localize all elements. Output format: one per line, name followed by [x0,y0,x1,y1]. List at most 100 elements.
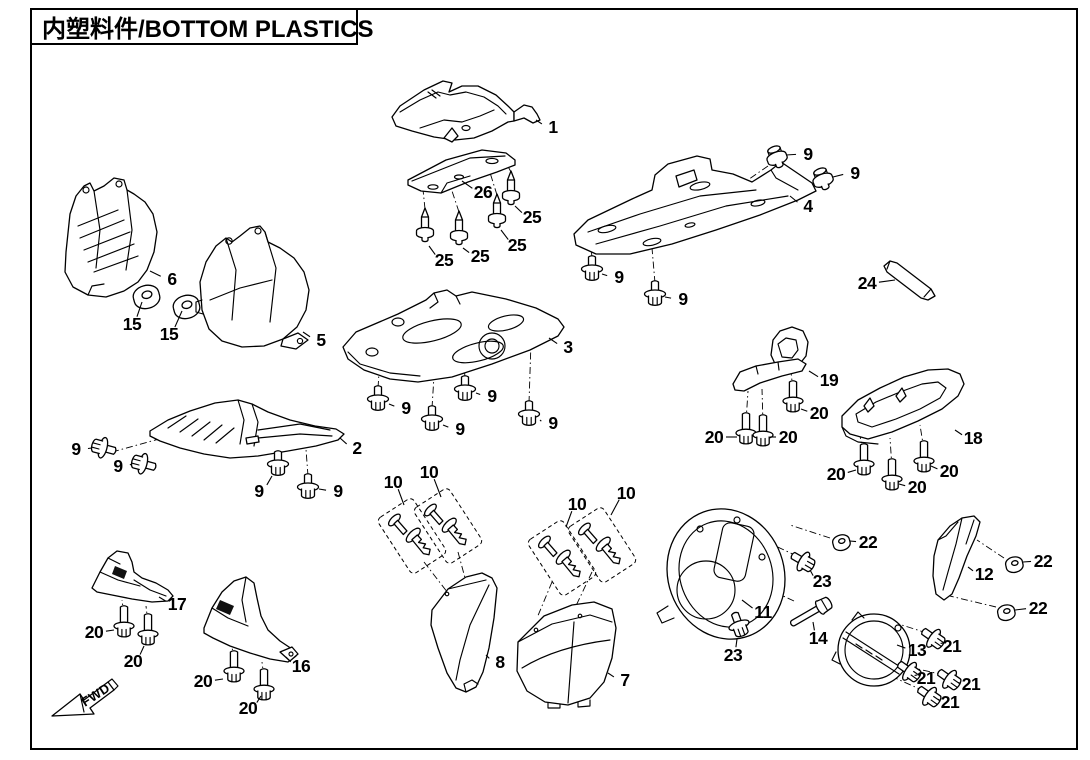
callout-label-part-9: 9 [614,267,624,287]
callout-leader-part-9 [785,153,797,156]
part-5-drawing [195,225,310,350]
callout-label-part-17: 17 [168,594,186,614]
callout-leader-part-15 [174,310,183,328]
callout-label-part-13: 13 [908,640,927,660]
callout-label-part-9: 9 [254,481,264,501]
callout-label-part-20: 20 [908,477,927,497]
callout-label-part-20: 20 [827,464,846,484]
callout-label-part-10: 10 [384,472,403,492]
callout-leader-part-23 [735,638,738,648]
callout-leader-part-9 [539,419,542,422]
part-4-drawing [573,155,817,255]
callout-label-part-8: 8 [495,652,505,672]
callout-label-part-15: 15 [123,314,142,334]
callout-leader-part-22 [849,540,857,543]
callout-label-part-9: 9 [548,413,558,433]
callout-label-part-20: 20 [705,427,724,447]
callout-leader-part-3 [548,337,558,345]
callout-label-part-22: 22 [1034,551,1053,571]
callout-label-part-25: 25 [471,246,490,266]
callout-label-part-11: 11 [754,602,772,622]
callout-leader-part-16 [285,656,292,663]
part-12-drawing [932,515,981,601]
callout-label-part-20: 20 [779,427,798,447]
callout-label-part-24: 24 [858,273,877,293]
callout-leader-part-14 [812,621,815,631]
callout-leader-part-20 [256,695,262,703]
callout-leader-part-20 [139,645,145,655]
callout-leader-part-8 [485,654,490,659]
callout-label-part-9: 9 [401,398,411,418]
callout-leader-part-9 [601,273,608,277]
callout-leader-part-24 [878,279,896,283]
callout-leader-part-9 [832,173,844,178]
callout-leader-part-25 [500,229,509,240]
callout-label-part-21: 21 [943,636,962,656]
callout-label-part-21: 21 [917,668,936,688]
part-24-drawing [883,260,936,301]
callout-label-part-9: 9 [455,419,465,439]
callout-label-part-9: 9 [803,144,813,164]
part-17-drawing [91,550,174,603]
callout-leader-part-1 [535,119,543,125]
callout-label-part-4: 4 [803,196,813,216]
callout-label-part-20: 20 [124,651,143,671]
callout-label-part-10: 10 [420,462,439,482]
callout-label-part-23: 23 [724,645,743,665]
callout-label-part-19: 19 [820,370,839,390]
callout-leader-part-9 [664,296,672,299]
callout-label-part-18: 18 [964,428,983,448]
callout-label-part-22: 22 [859,532,878,552]
callout-leader-part-5 [302,331,311,338]
callout-leader-part-9 [318,488,327,491]
callout-label-part-25: 25 [508,235,527,255]
callout-label-part-16: 16 [292,656,311,676]
callout-leader-part-17 [158,596,167,602]
callout-label-part-21: 21 [962,674,981,694]
callout-leader-part-13 [896,644,906,649]
fastener-20-bolts-part17 [113,605,159,646]
callout-label-part-20: 20 [85,622,104,642]
part-18-drawing [841,368,965,445]
callout-label-part-9: 9 [850,163,860,183]
part-7-drawing [516,601,617,709]
callout-label-part-5: 5 [316,330,326,350]
callout-leader-part-12 [967,566,974,572]
callout-leader-part-20 [105,629,115,632]
callout-label-part-15: 15 [160,324,179,344]
part-16-drawing [203,576,299,663]
part-26-drawing [407,149,516,194]
part-1-drawing [391,80,541,143]
callout-leader-part-10 [610,499,620,516]
fastener-22-grommets-part12 [995,554,1025,623]
callout-label-part-25: 25 [523,207,542,227]
callout-leader-part-9 [129,463,133,466]
callout-leader-part-18 [954,429,963,436]
callout-label-part-6: 6 [167,269,177,289]
callout-leader-part-7 [607,672,615,678]
callout-label-part-9: 9 [678,289,688,309]
callout-label-part-1: 1 [548,117,558,137]
callout-leader-part-20 [214,678,224,681]
callout-label-part-20: 20 [940,461,959,481]
callout-label-part-23: 23 [813,571,832,591]
page-title: 内塑料件/BOTTOM PLASTICS [42,16,374,43]
callout-label-part-20: 20 [194,671,213,691]
callout-leader-part-20 [930,465,938,470]
callout-label-part-21: 21 [941,692,960,712]
callout-leader-part-22 [1014,608,1027,611]
callout-label-part-26: 26 [474,182,493,202]
callout-label-part-12: 12 [975,564,994,584]
callout-leader-part-20 [800,408,808,412]
callout-label-part-14: 14 [809,628,828,648]
callout-label-part-9: 9 [71,439,81,459]
callout-leader-part-20 [898,483,906,487]
callout-leader-part-25 [428,245,436,255]
part-2-drawing [149,399,345,459]
callout-leader-part-19 [808,370,819,378]
callout-label-part-10: 10 [568,494,587,514]
callout-label-part-10: 10 [617,483,636,503]
callout-leader-part-25 [514,205,523,214]
callout-leader-part-22 [1022,560,1032,563]
